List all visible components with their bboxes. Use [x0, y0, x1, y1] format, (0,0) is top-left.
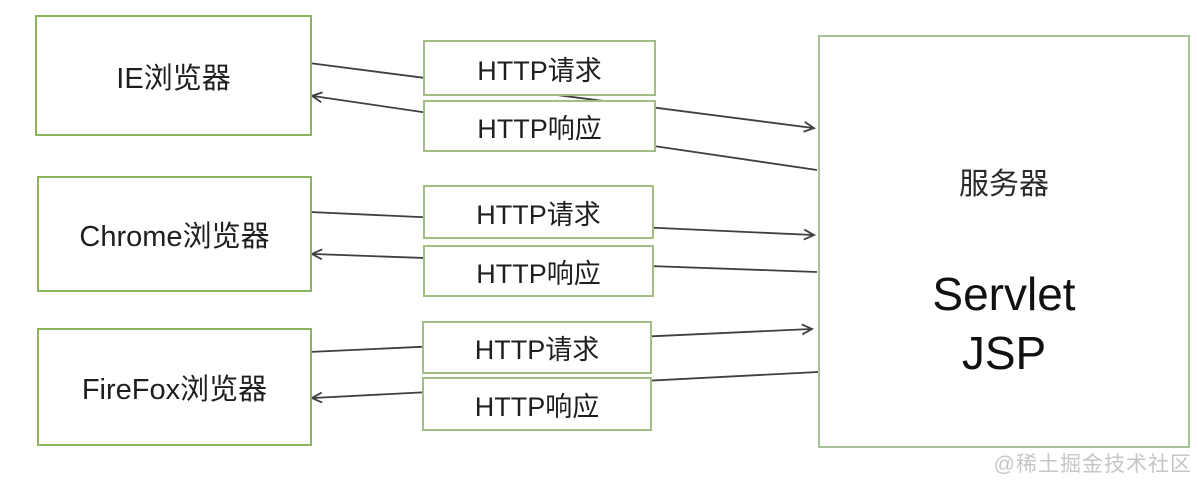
server-title: 服务器: [959, 168, 1049, 201]
watermark-text: @稀土掘金技术社区: [993, 453, 1192, 476]
http-request-label-row1: HTTP请求: [477, 55, 602, 86]
http-response-label-row1: HTTP响应: [477, 113, 602, 144]
http-request-box-row2: HTTP请求: [423, 185, 654, 239]
browser-label-chrome: Chrome浏览器: [79, 221, 270, 253]
http-response-label-row3: HTTP响应: [474, 391, 600, 422]
server-box: 服务器 Servlet JSP: [818, 35, 1190, 448]
server-tech-stack: Servlet JSP: [820, 265, 1188, 383]
browser-label-ie: IE浏览器: [116, 62, 231, 95]
server-tech-servlet: Servlet: [932, 268, 1076, 320]
server-tech-jsp: JSP: [961, 327, 1047, 379]
browser-label-firefox: FireFox浏览器: [81, 374, 268, 406]
http-response-box-row3: HTTP响应: [422, 377, 652, 431]
browser-box-chrome: Chrome浏览器: [37, 176, 312, 292]
browser-box-ie: IE浏览器: [35, 15, 312, 136]
http-request-box-row3: HTTP请求: [422, 321, 652, 374]
http-request-box-row1: HTTP请求: [423, 40, 656, 96]
http-request-label-row2: HTTP请求: [476, 199, 601, 230]
http-response-box-row1: HTTP响应: [423, 100, 656, 152]
http-response-label-row2: HTTP响应: [476, 258, 601, 289]
server-box-content: 服务器 Servlet JSP: [820, 37, 1188, 446]
browser-box-firefox: FireFox浏览器: [37, 328, 312, 446]
http-response-box-row2: HTTP响应: [423, 245, 654, 297]
http-request-label-row3: HTTP请求: [474, 335, 600, 365]
